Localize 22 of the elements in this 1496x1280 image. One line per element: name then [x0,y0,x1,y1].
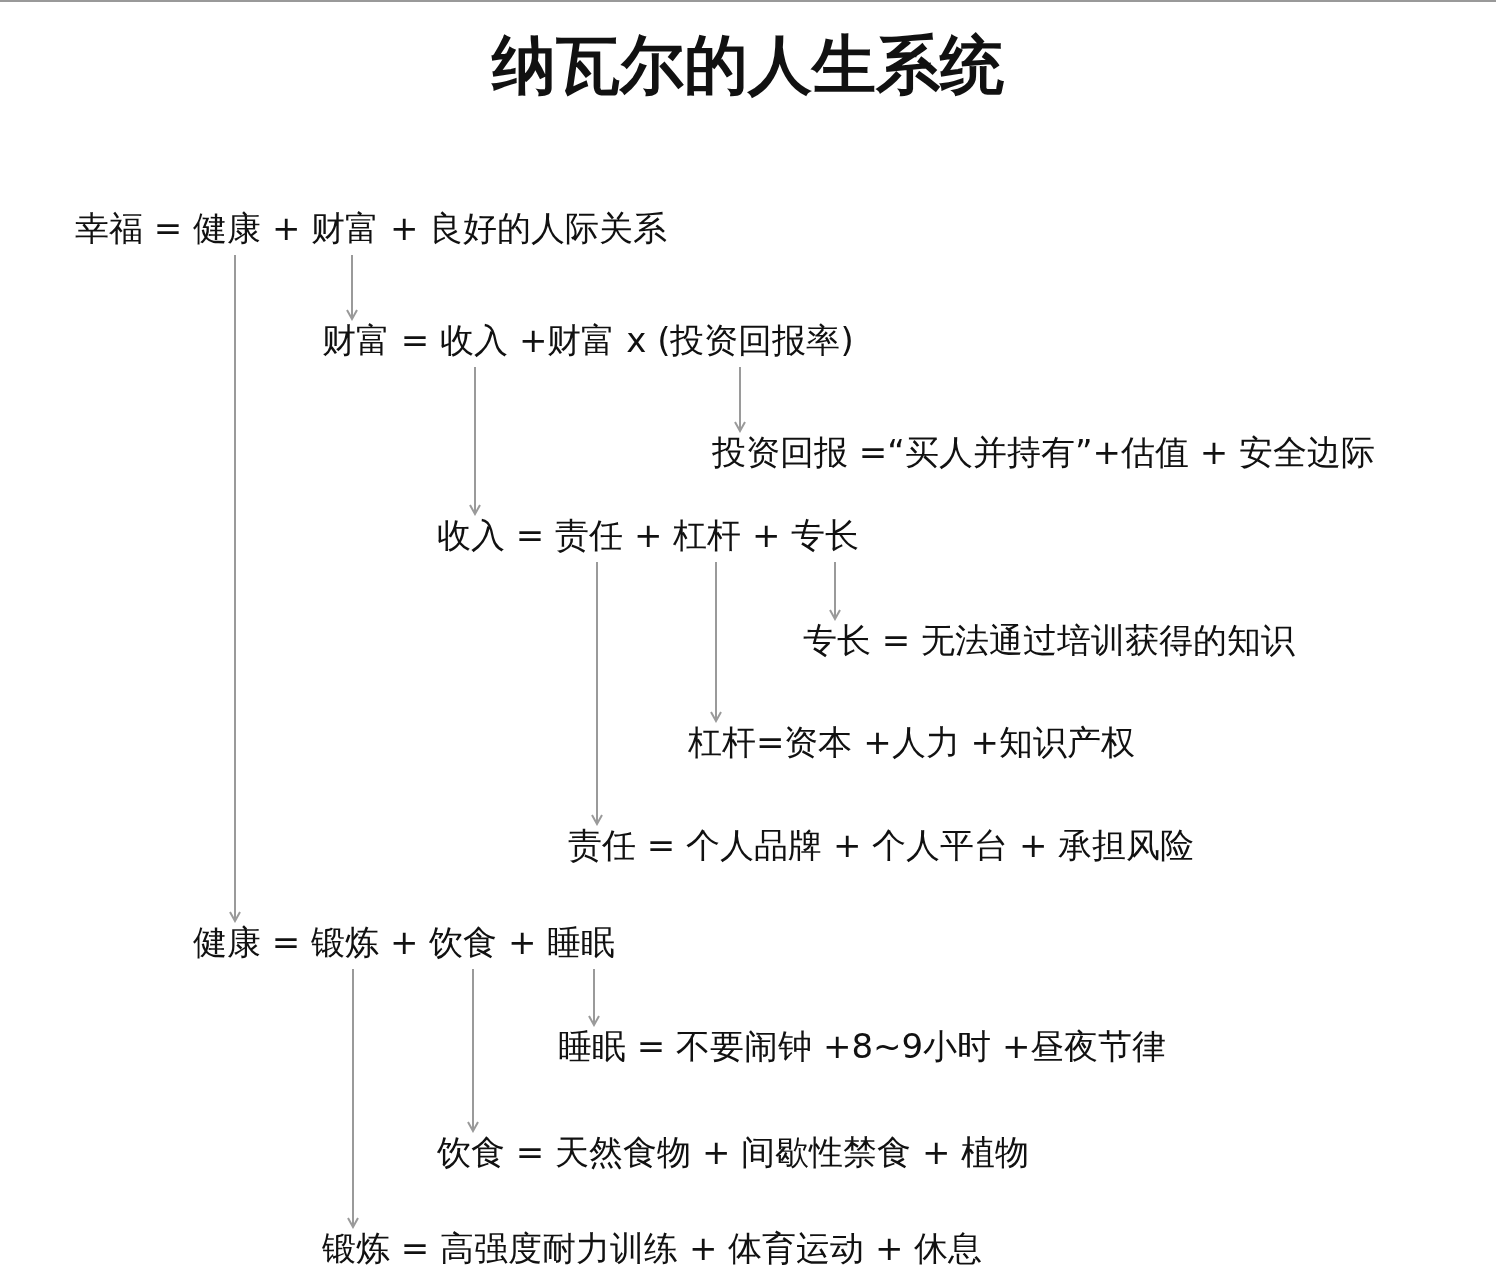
title: 纳瓦尔的人生系统 [490,27,1005,104]
equation-text: 健康 = 锻炼 + 饮食 + 睡眠 [193,919,616,965]
arrow [469,366,481,515]
arrow [710,561,722,722]
equation-text: 责任 = 个人品牌 + 个人平台 + 承担风险 [568,822,1195,868]
arrow [229,254,241,922]
equation-text: 财富 = 收入 +财富 x (投资回报率) [322,317,854,363]
arrow [734,366,746,432]
arrow [346,254,358,320]
equation-text: 专长 = 无法通过培训获得的知识 [803,617,1296,663]
arrow [588,968,600,1026]
equation-text: 投资回报 =“买人并持有”+估值 + 安全边际 [712,429,1376,475]
arrow [829,561,841,620]
equation-text: 锻炼 = 高强度耐力训练 + 体育运动 + 休息 [322,1225,983,1271]
equation-text: 睡眠 = 不要闹钟 +8~9小时 +昼夜节律 [558,1023,1167,1069]
arrow [347,968,359,1228]
equation-text: 饮食 = 天然食物 + 间歇性禁食 + 植物 [437,1129,1030,1175]
equation-text: 杠杆=资本 +人力 +知识产权 [688,719,1136,765]
arrow [591,561,603,825]
arrow [467,968,479,1132]
equation-text: 幸福 = 健康 + 财富 + 良好的人际关系 [75,205,668,251]
equation-text: 收入 = 责任 + 杠杆 + 专长 [437,512,860,558]
